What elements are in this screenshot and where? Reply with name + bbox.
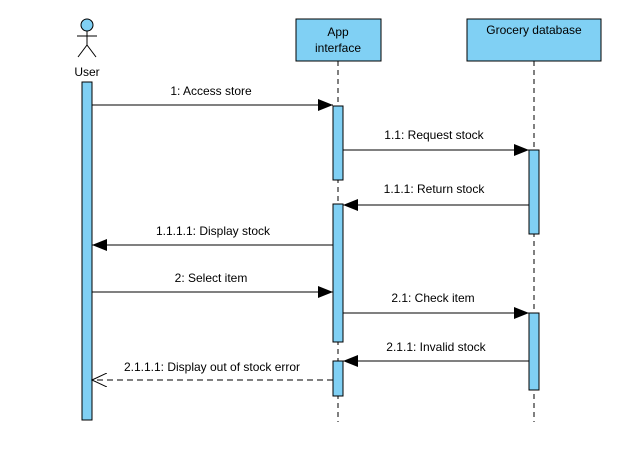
actor-user[interactable]: User [74, 18, 100, 79]
message-label: 1.1.1: Return stock [384, 182, 486, 196]
message-label: 2: Select item [175, 271, 248, 285]
message-label: 1.1: Request stock [384, 128, 484, 142]
participant-app-interface[interactable]: App interface [295, 18, 382, 62]
message-access-store[interactable]: 1: Access store [92, 84, 333, 111]
participant-label: Grocery database [486, 23, 582, 37]
message-label: 2.1.1.1: Display out of stock error [124, 360, 300, 374]
message-display-out-of-stock-error[interactable]: 2.1.1.1: Display out of stock error [92, 360, 333, 380]
participant-box [466, 18, 602, 62]
actor-head [80, 18, 94, 32]
actor-label: User [74, 65, 99, 79]
message-request-stock[interactable]: 1.1: Request stock [343, 128, 529, 156]
participant-label-line1: App [327, 25, 349, 39]
activation-app-2 [332, 203, 344, 343]
participant-box [295, 18, 382, 62]
message-check-item[interactable]: 2.1: Check item [343, 291, 529, 319]
message-invalid-stock[interactable]: 2.1.1: Invalid stock [343, 340, 529, 367]
participant-grocery-database[interactable]: Grocery database [466, 18, 602, 62]
actor-right-leg [86, 44, 97, 58]
activation-user [81, 81, 93, 421]
actor-left-leg [77, 44, 88, 58]
activation-db-2 [528, 312, 540, 391]
message-label: 1: Access store [170, 84, 252, 98]
activation-app-1 [332, 105, 344, 181]
message-select-item[interactable]: 2: Select item [92, 271, 333, 298]
activation-app-3 [332, 360, 344, 397]
participant-label-line2: interface [315, 41, 361, 55]
message-label: 1.1.1.1: Display stock [156, 224, 271, 238]
message-label: 2.1.1: Invalid stock [386, 340, 486, 354]
message-display-stock[interactable]: 1.1.1.1: Display stock [92, 224, 333, 251]
message-return-stock[interactable]: 1.1.1: Return stock [343, 182, 529, 211]
message-label: 2.1: Check item [391, 291, 474, 305]
activation-db-1 [528, 149, 540, 235]
